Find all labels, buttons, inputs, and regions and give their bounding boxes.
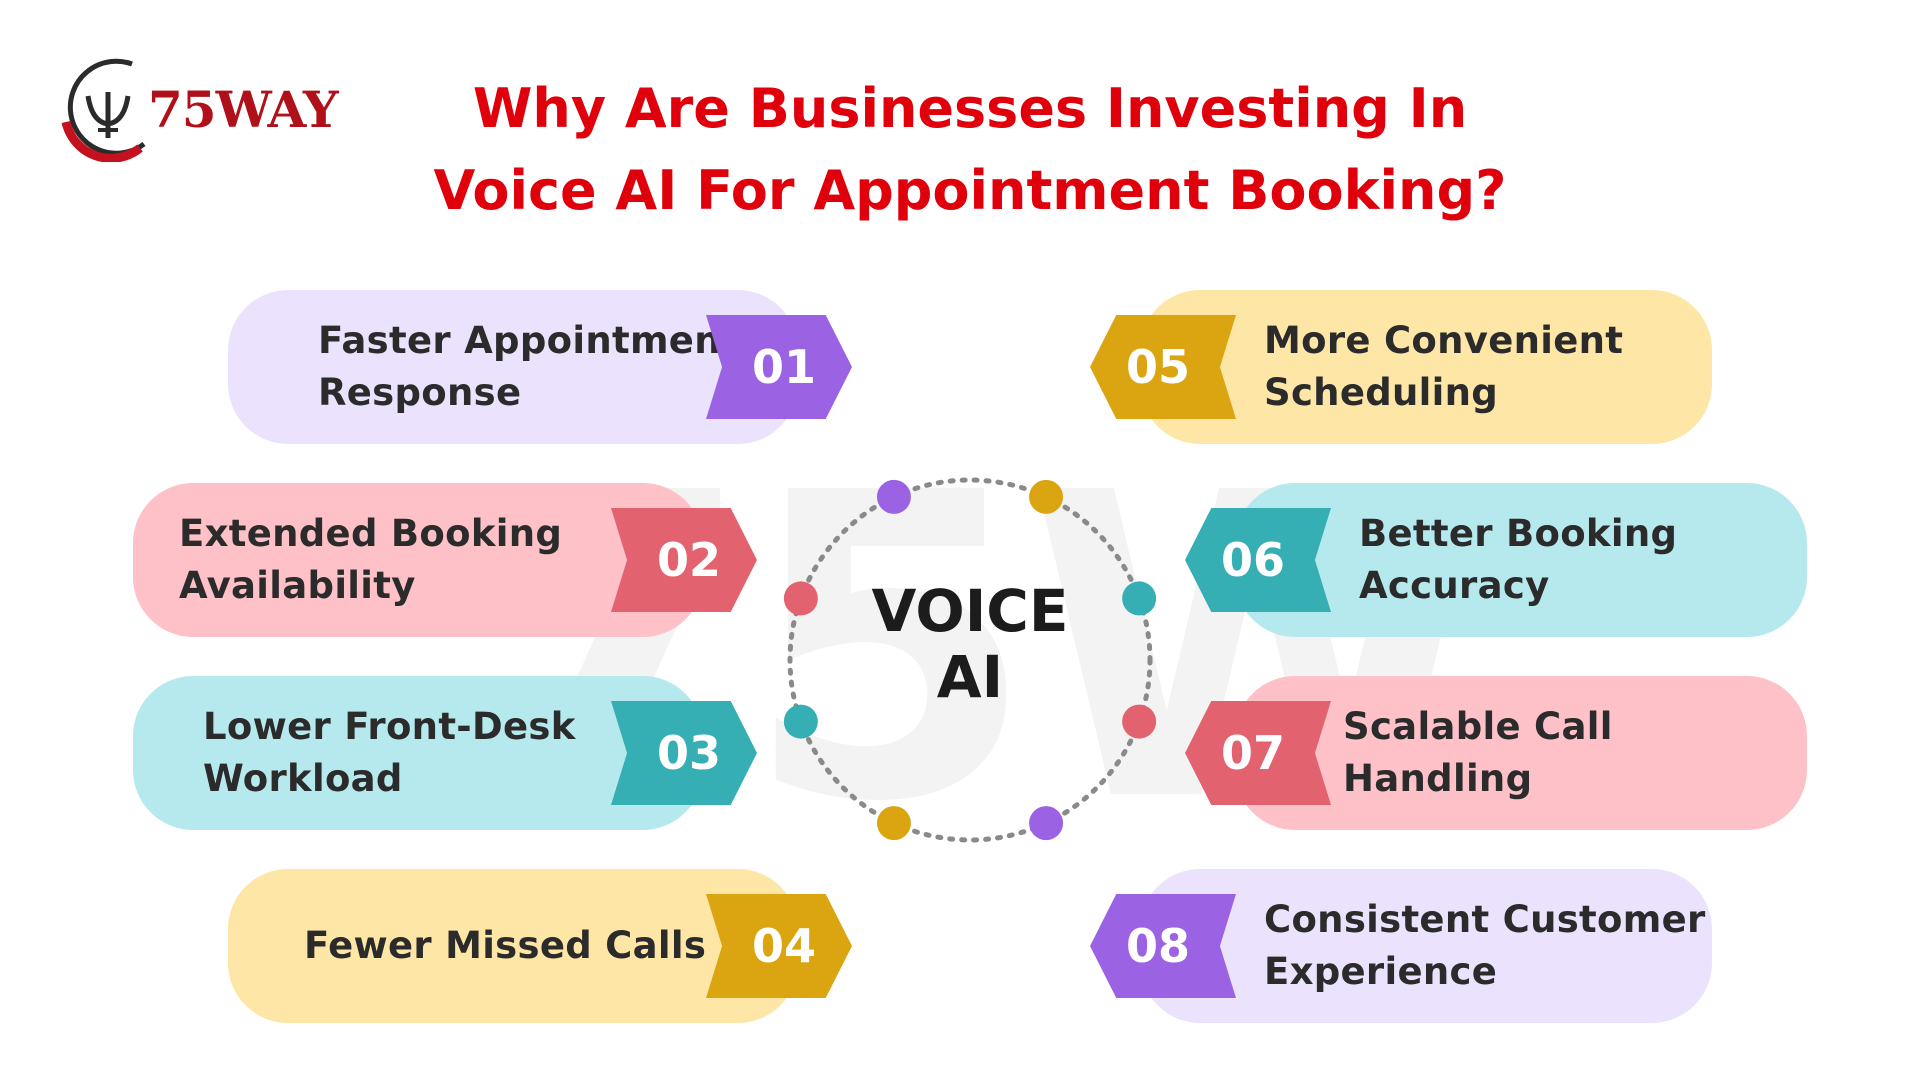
card-label-line-2: Accuracy <box>1359 564 1550 607</box>
ring-dot <box>1029 806 1064 841</box>
card-label: Fewer Missed Calls <box>304 869 706 1023</box>
card-label-line-1: Lower Front-Desk <box>203 705 576 748</box>
card-label-line-2: Handling <box>1343 757 1533 800</box>
badge-08: 08 <box>1090 894 1236 998</box>
card-label-line-1: Faster Appointment <box>318 319 739 362</box>
page-title: Why Are Businesses Investing In Voice AI… <box>400 68 1540 232</box>
ring-dot <box>783 704 818 739</box>
card-label-line-1: Fewer Missed Calls <box>304 924 707 967</box>
center-label: VOICE AI <box>820 578 1120 710</box>
center-label-line-1: VOICE <box>871 577 1069 645</box>
ring-dot <box>876 479 911 514</box>
ring-dot <box>1029 479 1064 514</box>
badge-03: 03 <box>611 701 757 805</box>
badge-04: 04 <box>706 894 852 998</box>
logo-emblem-icon <box>61 58 146 163</box>
logo-wordmark: 75WAY <box>148 80 339 139</box>
card-item-04: Fewer Missed Calls <box>228 869 798 1023</box>
card-label-line-1: Scalable Call <box>1343 705 1613 748</box>
card-label-line-2: Scheduling <box>1264 371 1499 414</box>
card-label-line-1: Consistent Customer <box>1264 898 1706 941</box>
badge-05: 05 <box>1090 315 1236 419</box>
card-label-line-1: More Convenient <box>1264 319 1624 362</box>
ring-dot <box>1122 704 1157 739</box>
badge-02: 02 <box>611 508 757 612</box>
card-label-line-2: Response <box>318 371 522 414</box>
center-label-line-2: AI <box>936 643 1004 711</box>
card-label-line-1: Extended Booking <box>179 512 563 555</box>
brand-logo <box>52 52 352 172</box>
card-label-line-1: Better Booking <box>1359 512 1678 555</box>
badge-01: 01 <box>706 315 852 419</box>
badge-06: 06 <box>1185 508 1331 612</box>
card-label-line-2: Workload <box>203 757 403 800</box>
ring-dot <box>876 806 911 841</box>
title-line-1: Why Are Businesses Investing In <box>472 77 1468 140</box>
ring-dot <box>783 581 818 616</box>
title-line-2: Voice AI For Appointment Booking? <box>433 159 1507 222</box>
badge-07: 07 <box>1185 701 1331 805</box>
card-label-line-2: Experience <box>1264 950 1498 993</box>
card-label-line-2: Availability <box>179 564 416 607</box>
ring-dot <box>1122 581 1157 616</box>
dotted-ring <box>787 477 1153 843</box>
